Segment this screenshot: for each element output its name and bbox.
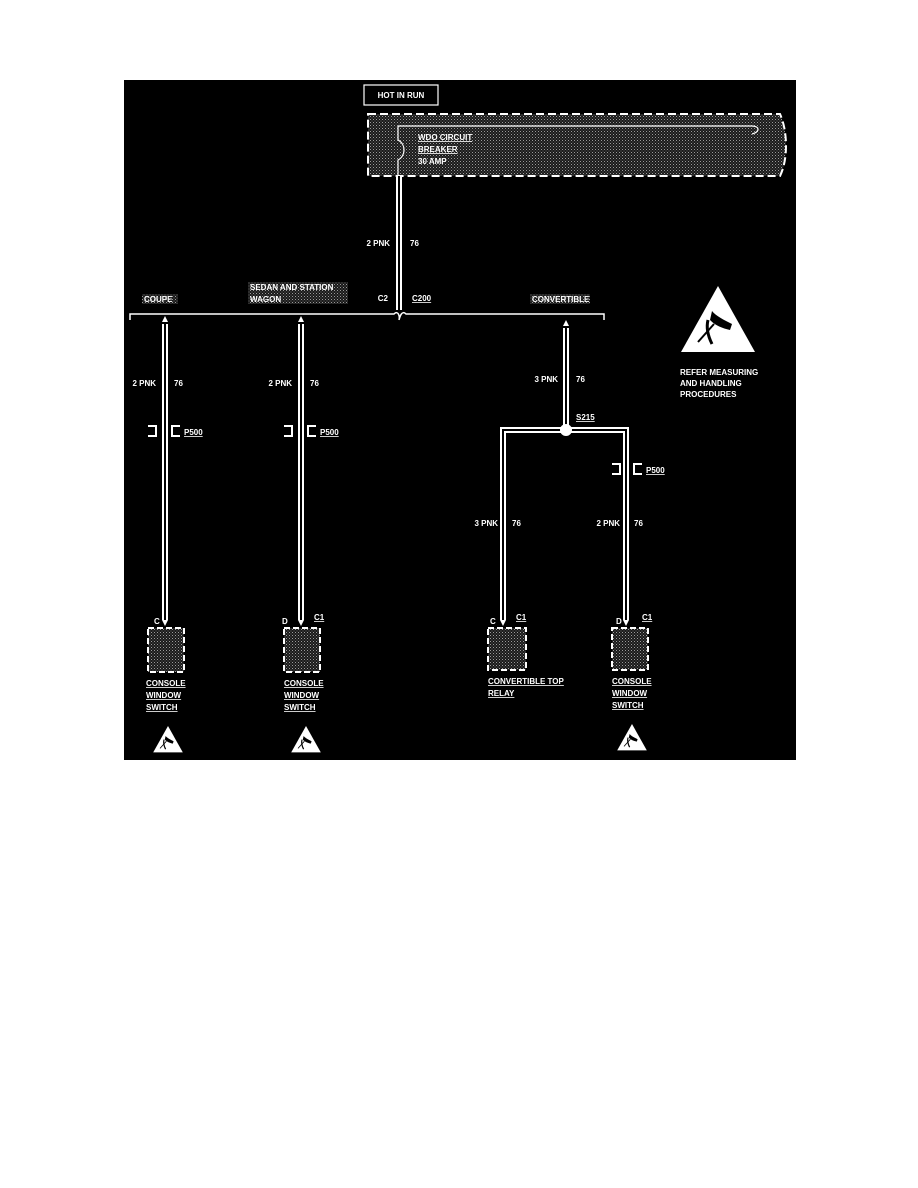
- breaker-name-line1: WDO CIRCUIT: [418, 133, 472, 142]
- conv-switch-pin: D: [616, 617, 622, 626]
- conv-p500-connector: [612, 463, 642, 475]
- conv-switch-wire-circuit: 76: [634, 519, 643, 528]
- relay-pin: C: [490, 617, 496, 626]
- circuit-breaker-symbol: [397, 126, 405, 176]
- sedan-wire-circuit: 76: [310, 379, 319, 388]
- esd-warning-icon: [679, 284, 757, 354]
- fuse-block: [367, 113, 787, 177]
- conv-switch-component-line1: CONSOLE: [612, 677, 652, 686]
- sedan-component-line3: SWITCH: [284, 703, 316, 712]
- relay-wire-circuit: 76: [512, 519, 521, 528]
- diagram-svg: HOT IN RUN WDO CIRCUIT BREAKER 30 AMP 2 …: [129, 84, 787, 754]
- variant-coupe: COUPE: [144, 295, 173, 304]
- main-wire-label: 2 PNK: [366, 239, 390, 248]
- splice-s215-dot: [560, 424, 572, 436]
- coupe-wire-label: 2 PNK: [132, 379, 156, 388]
- variant-sedan-line1: SEDAN AND STATION: [250, 283, 334, 292]
- breaker-rating: 30 AMP: [418, 157, 447, 166]
- conv-switch-pin-connector: C1: [642, 613, 653, 622]
- coupe-p500-connector: [148, 425, 180, 437]
- sedan-p500-connector: [284, 425, 316, 437]
- hot-in-run-label: HOT IN RUN: [378, 91, 425, 100]
- sedan-console-window-switch: [283, 627, 321, 673]
- relay-pin-connector: C1: [516, 613, 527, 622]
- distribution-bus: [129, 311, 605, 321]
- conv-p500-label: P500: [646, 466, 665, 475]
- conv-esd-icon: [616, 723, 648, 752]
- coupe-component-line1: CONSOLE: [146, 679, 186, 688]
- conv-switch-component-line3: SWITCH: [612, 701, 644, 710]
- relay-wire-label: 3 PNK: [474, 519, 498, 528]
- convertible-top-relay: [487, 627, 527, 671]
- branch-convertible-switch: P500 2 PNK 76 D C1 CONSOLE WINDOW SWITCH: [596, 463, 665, 752]
- splice-s215-label: S215: [576, 413, 595, 422]
- convertible-wire-circuit: 76: [576, 375, 585, 384]
- conv-switch-component-line2: WINDOW: [612, 689, 648, 698]
- esd-note-line3: PROCEDURES: [680, 390, 737, 399]
- branch-convertible: 3 PNK 76 S215: [500, 320, 629, 620]
- breaker-name-line2: BREAKER: [418, 145, 458, 154]
- coupe-esd-icon: [152, 725, 184, 754]
- coupe-component-line2: WINDOW: [146, 691, 182, 700]
- sedan-esd-icon: [290, 725, 322, 754]
- main-wire-circuit: 76: [410, 239, 419, 248]
- conv-console-window-switch: [611, 627, 649, 671]
- coupe-console-window-switch: [147, 627, 185, 673]
- coupe-wire-circuit: 76: [174, 379, 183, 388]
- sedan-p500-label: P500: [320, 428, 339, 437]
- hot-in-run-box: [363, 84, 439, 106]
- sedan-component-line2: WINDOW: [284, 691, 320, 700]
- coupe-p500-label: P500: [184, 428, 203, 437]
- connector-c200: C200: [412, 294, 432, 303]
- esd-note-line1: REFER MEASURING: [680, 368, 758, 377]
- variant-convertible: CONVERTIBLE: [532, 295, 590, 304]
- esd-note-line2: AND HANDLING: [680, 379, 742, 388]
- wiring-diagram: HOT IN RUN WDO CIRCUIT BREAKER 30 AMP 2 …: [124, 80, 796, 760]
- sedan-pin: D: [282, 617, 288, 626]
- coupe-pin: C: [154, 617, 160, 626]
- sedan-component-line1: CONSOLE: [284, 679, 324, 688]
- branch-relay: 3 PNK 76 C C1 CONVERTIBLE TOP RELAY: [474, 519, 564, 698]
- sedan-pin-connector: C1: [314, 613, 325, 622]
- sedan-wire-label: 2 PNK: [268, 379, 292, 388]
- coupe-component-line3: SWITCH: [146, 703, 178, 712]
- variant-sedan-line2: WAGON: [250, 295, 281, 304]
- conv-switch-wire-label: 2 PNK: [596, 519, 620, 528]
- convertible-wire-label: 3 PNK: [534, 375, 558, 384]
- fuse-bus: [398, 125, 759, 135]
- relay-component-line2: RELAY: [488, 689, 515, 698]
- branch-coupe: 2 PNK 76 P500 C CONSOLE WINDOW SWITCH: [132, 316, 203, 754]
- branch-sedan: 2 PNK 76 P500 D C1 CONSOLE WINDOW SWITCH: [268, 316, 339, 754]
- relay-component-line1: CONVERTIBLE TOP: [488, 677, 565, 686]
- connector-c2: C2: [378, 294, 389, 303]
